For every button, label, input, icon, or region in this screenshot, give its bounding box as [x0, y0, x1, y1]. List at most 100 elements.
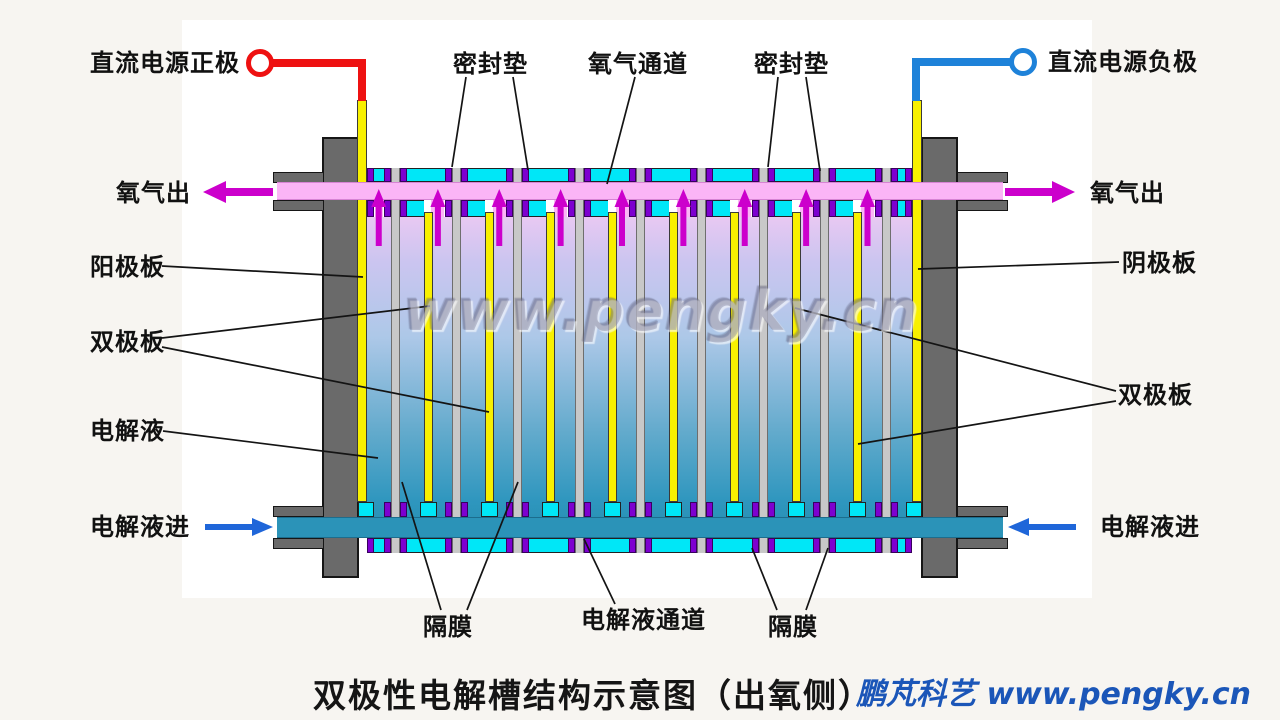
- plate-foot: [419, 502, 437, 517]
- seal-gasket: [874, 502, 882, 517]
- oxygen-pipe-sleeve: [957, 199, 1008, 211]
- label-oxygen-out-left: 氧气出: [116, 179, 191, 207]
- plate-foot: [603, 502, 621, 517]
- diaphragm: [758, 538, 768, 553]
- diaphragm: [697, 538, 707, 553]
- seal-gasket: [829, 502, 837, 517]
- oxygen-vent-gap: [615, 200, 629, 217]
- seal-gasket: [690, 200, 698, 217]
- seal-gasket: [567, 167, 575, 182]
- seal-gasket: [829, 200, 837, 217]
- diaphragm: [451, 538, 461, 553]
- diaphragm: [636, 538, 645, 553]
- cell-top-frame: [406, 200, 424, 217]
- seal-gasket: [767, 200, 775, 217]
- seal-gasket: [522, 200, 530, 217]
- seal-gasket: [506, 167, 514, 182]
- seal-gasket: [890, 167, 898, 182]
- seal-gasket: [829, 167, 837, 182]
- seal-gasket: [383, 200, 391, 217]
- oxygen-vent-gap: [861, 200, 874, 217]
- seal-gasket: [706, 167, 714, 182]
- label-power-positive: 直流电源正极: [90, 49, 240, 77]
- diagram-title: 双极性电解槽结构示意图（出氧侧）: [313, 676, 873, 715]
- plate-foot: [726, 502, 744, 517]
- diaphragm: [697, 167, 707, 517]
- seal-gasket: [506, 200, 514, 217]
- oxygen-vent-gap: [554, 200, 568, 217]
- cell-top-frame: [467, 200, 485, 217]
- seal-gasket: [522, 538, 530, 553]
- seal-gasket: [399, 200, 407, 217]
- label-electrolyte-in-right: 电解液进: [1100, 513, 1200, 541]
- seal-gasket: [813, 200, 821, 217]
- seal-gasket: [583, 167, 591, 182]
- bipolar-plate: [853, 212, 863, 502]
- seal-gasket: [767, 502, 775, 517]
- seal-gasket: [829, 538, 837, 553]
- seal-gasket: [645, 167, 652, 182]
- cell-top-frame: [590, 200, 608, 217]
- brand-signature: 鹏芃科艺 www.pengky.cn: [856, 677, 1252, 712]
- diaphragm: [513, 538, 523, 553]
- bipolar-plate: [423, 212, 433, 502]
- seal-gasket: [751, 200, 759, 217]
- bipolar-plate: [730, 212, 740, 502]
- diaphragm: [758, 167, 768, 517]
- oxygen-pipe-sleeve: [273, 199, 324, 211]
- oxygen-vent-gap: [738, 200, 752, 217]
- seal-gasket: [506, 538, 514, 553]
- seal-gasket: [583, 538, 591, 553]
- seal-gasket: [890, 538, 898, 553]
- seal-gasket: [444, 502, 452, 517]
- label-bipolar-plate-right: 双极板: [1118, 381, 1193, 409]
- seal-gasket: [383, 538, 391, 553]
- label-oxygen-out-right: 氧气出: [1090, 179, 1165, 207]
- seal-gasket: [706, 200, 714, 217]
- diaphragm: [574, 167, 584, 517]
- oxygen-vent-gap: [374, 200, 383, 217]
- seal-gasket: [567, 200, 575, 217]
- bipolar-plate: [669, 212, 678, 502]
- seal-gasket: [383, 502, 391, 517]
- end-frame-left: [322, 137, 359, 578]
- plate-foot: [849, 502, 867, 517]
- diaphragm: [513, 167, 523, 517]
- diaphragm: [636, 167, 645, 517]
- seal-gasket: [767, 538, 775, 553]
- diaphragm: [820, 538, 830, 553]
- bipolar-plate: [546, 212, 556, 502]
- cell-top-frame: [897, 200, 905, 217]
- plate-foot: [665, 502, 682, 517]
- label-electrolyte-channel: 电解液通道: [581, 606, 706, 634]
- diaphragm: [390, 538, 400, 553]
- label-membrane-right: 隔膜: [768, 613, 818, 641]
- seal-gasket: [367, 200, 374, 217]
- seal-gasket: [583, 200, 591, 217]
- seal-gasket: [690, 538, 698, 553]
- seal-gasket: [690, 502, 698, 517]
- seal-gasket: [522, 167, 530, 182]
- seal-gasket: [751, 167, 759, 182]
- seal-gasket: [645, 200, 652, 217]
- seal-gasket: [444, 200, 452, 217]
- seal-gasket: [567, 502, 575, 517]
- seal-gasket: [813, 502, 821, 517]
- label-seal-gasket-left: 密封垫: [453, 50, 528, 78]
- seal-gasket: [890, 200, 898, 217]
- seal-gasket: [367, 167, 374, 182]
- plate-foot: [358, 502, 374, 517]
- seal-gasket: [905, 200, 912, 217]
- label-membrane-left: 隔膜: [423, 613, 473, 641]
- seal-gasket: [874, 167, 882, 182]
- seal-gasket: [813, 538, 821, 553]
- end-frame-right: [921, 137, 958, 578]
- cell-top-frame: [652, 200, 669, 217]
- seal-gasket: [751, 502, 759, 517]
- plate-foot: [480, 502, 498, 517]
- label-cathode-plate: 阴极板: [1122, 249, 1197, 277]
- seal-gasket: [767, 167, 775, 182]
- diaphragm: [390, 167, 400, 517]
- seal-gasket: [706, 502, 714, 517]
